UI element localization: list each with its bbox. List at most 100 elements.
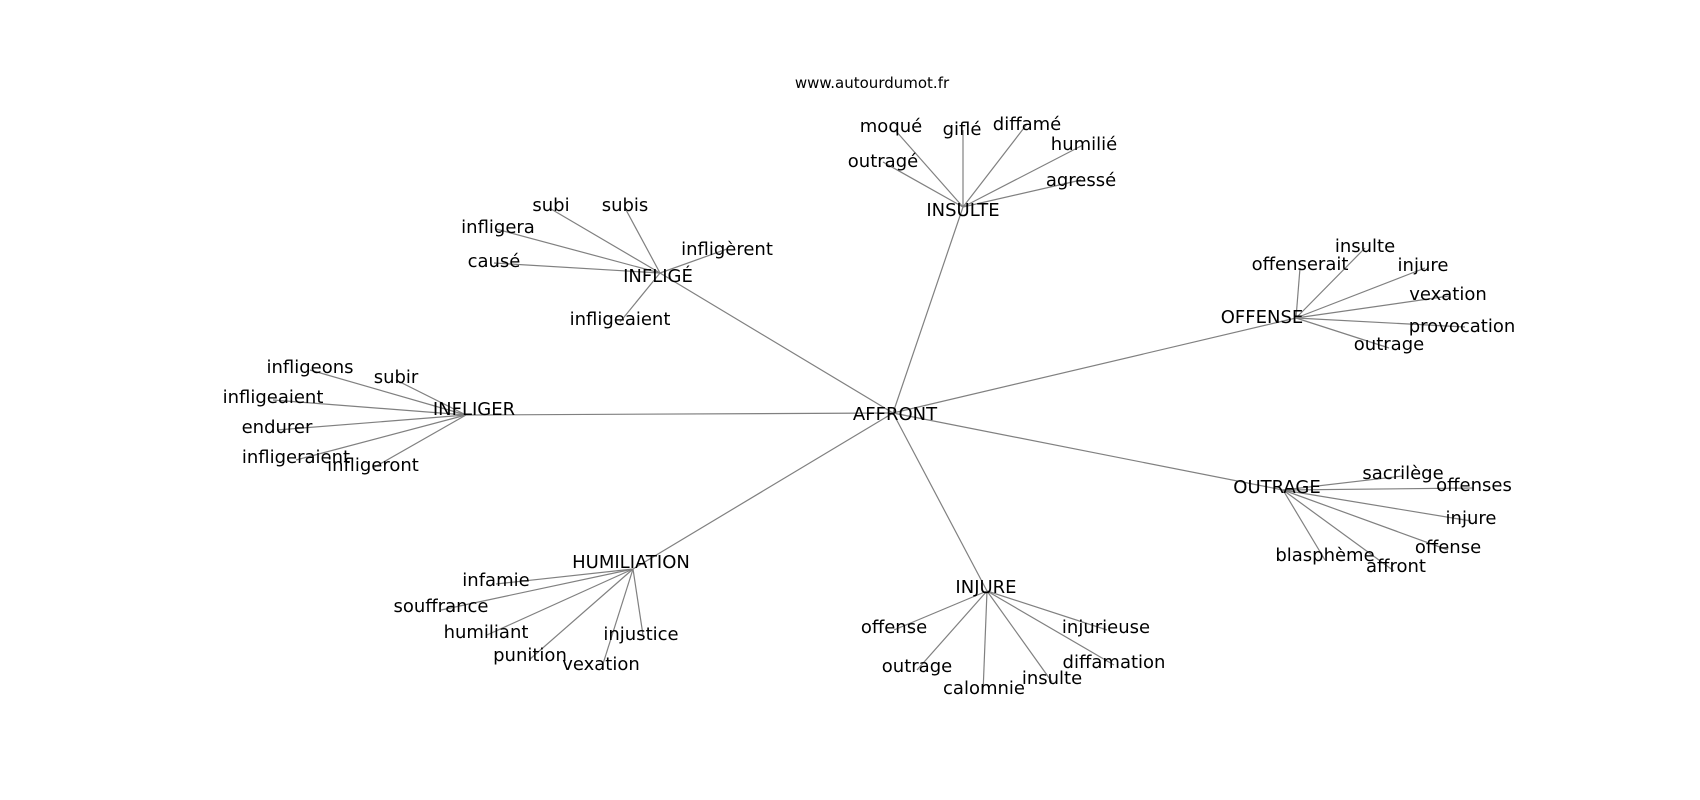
edge-hub-leaf — [395, 379, 467, 416]
edge-hub-leaf — [493, 262, 661, 274]
edge-hub-leaf — [624, 207, 661, 274]
leaf-node[interactable]: offenserait — [1252, 254, 1349, 275]
edge-hub-leaf — [982, 590, 988, 694]
edge-hub-leaf — [1295, 247, 1366, 319]
leaf-node[interactable]: humiliant — [444, 622, 529, 643]
leaf-node[interactable]: outrage — [1354, 334, 1424, 355]
leaf-node[interactable]: outragé — [848, 151, 918, 172]
edge-hub-leaf — [440, 568, 634, 611]
source-url[interactable]: www.autourdumot.fr — [795, 74, 950, 92]
leaf-node[interactable]: affront — [1366, 556, 1426, 577]
edge-hub-leaf — [916, 590, 988, 671]
hub-node[interactable]: HUMILIATION — [572, 552, 690, 573]
edge-hub-leaf — [632, 568, 644, 636]
leaf-node[interactable]: calomnie — [943, 678, 1025, 699]
hub-node[interactable]: INFLIGER — [433, 399, 515, 420]
edge-hub-leaf — [309, 369, 467, 416]
leaf-node[interactable]: causé — [468, 251, 521, 272]
graph-edges — [272, 123, 1475, 694]
leaf-node[interactable]: injure — [1398, 255, 1449, 276]
leaf-node[interactable]: subi — [532, 195, 569, 216]
edge-center-hub — [892, 317, 1297, 414]
edge-hub-leaf — [1295, 295, 1450, 319]
leaf-node[interactable]: infligera — [461, 217, 535, 238]
edge-hub-leaf — [550, 208, 661, 274]
hub-node[interactable]: OFFENSE — [1221, 307, 1304, 328]
leaf-node[interactable]: moqué — [860, 116, 922, 137]
edge-hub-leaf — [962, 123, 1028, 208]
edge-hub-leaf — [986, 590, 1053, 683]
leaf-node[interactable]: injustice — [603, 624, 678, 645]
leaf-node[interactable]: diffamation — [1063, 652, 1166, 673]
leaf-node[interactable]: blasphème — [1275, 545, 1374, 566]
leaf-node[interactable]: endurer — [242, 417, 313, 438]
leaf-node[interactable]: insulte — [1335, 236, 1395, 257]
leaf-node[interactable]: subis — [602, 195, 649, 216]
edge-hub-leaf — [295, 414, 467, 461]
leaf-node[interactable]: infligeront — [327, 455, 419, 476]
edge-hub-leaf — [372, 414, 467, 469]
edge-hub-leaf — [495, 568, 634, 585]
leaf-node[interactable]: infligeaient — [223, 387, 324, 408]
leaf-node[interactable]: infligeons — [266, 357, 353, 378]
leaf-node[interactable]: infligeraient — [242, 447, 350, 468]
edge-center-hub — [632, 412, 894, 570]
edge-hub-leaf — [962, 144, 1084, 208]
edge-hub-leaf — [986, 590, 1115, 666]
leaf-node[interactable]: offenses — [1436, 475, 1512, 496]
leaf-node[interactable]: vexation — [562, 654, 640, 675]
leaf-node[interactable]: humilié — [1051, 134, 1117, 155]
leaf-node[interactable]: punition — [493, 645, 567, 666]
edge-hub-leaf — [882, 161, 964, 208]
edge-hub-leaf — [601, 568, 634, 668]
hub-node[interactable]: INJURE — [955, 577, 1016, 598]
leaf-node[interactable]: diffamé — [993, 114, 1061, 135]
leaf-node[interactable]: insulte — [1022, 668, 1082, 689]
leaf-node[interactable]: offense — [861, 617, 927, 638]
edge-hub-leaf — [894, 129, 964, 208]
edge-hub-leaf — [276, 414, 467, 431]
leaf-node[interactable]: infligeaient — [570, 309, 671, 330]
leaf-node[interactable]: injurieuse — [1062, 617, 1150, 638]
leaf-node[interactable]: provocation — [1409, 316, 1516, 337]
edge-center-hub — [892, 412, 1284, 491]
leaf-node[interactable]: outrage — [882, 656, 952, 677]
edge-hub-leaf — [1282, 489, 1472, 522]
edge-hub-leaf — [986, 590, 1108, 631]
leaf-node[interactable]: souffrance — [393, 596, 488, 617]
hub-node[interactable]: INSULTE — [926, 200, 999, 221]
hub-node[interactable]: INFLIGÉ — [623, 265, 693, 287]
edge-hub-leaf — [486, 568, 634, 636]
edge-hub-leaf — [619, 272, 661, 323]
edge-hub-leaf — [1282, 489, 1395, 572]
edge-hub-leaf — [1295, 317, 1466, 328]
edge-hub-leaf — [659, 248, 728, 274]
leaf-node[interactable]: giflé — [943, 119, 982, 140]
leaf-node[interactable]: agressé — [1046, 170, 1116, 191]
edge-center-hub — [659, 272, 894, 414]
edge-hub-leaf — [495, 228, 661, 274]
leaf-node[interactable]: offense — [1415, 537, 1481, 558]
center-node[interactable]: AFFRONT — [853, 404, 938, 425]
edge-hub-leaf — [1295, 267, 1301, 319]
leaf-node[interactable]: infligèrent — [681, 239, 773, 260]
leaf-node[interactable]: injure — [1446, 508, 1497, 529]
leaf-node[interactable]: infamie — [462, 570, 529, 591]
edge-hub-leaf — [1295, 267, 1426, 319]
edge-hub-leaf — [528, 568, 634, 661]
edge-center-hub — [892, 412, 988, 592]
edge-hub-leaf — [1282, 489, 1449, 551]
edge-hub-leaf — [1282, 487, 1475, 491]
leaf-node[interactable]: sacrilège — [1362, 463, 1443, 484]
leaf-node[interactable]: subir — [374, 367, 419, 388]
edge-hub-leaf — [1295, 317, 1390, 349]
edge-hub-leaf — [1282, 475, 1404, 491]
edge-center-hub — [892, 206, 964, 414]
leaf-node[interactable]: vexation — [1409, 284, 1487, 305]
edge-hub-leaf — [962, 179, 1082, 208]
edge-hub-leaf — [272, 399, 467, 416]
hub-node[interactable]: OUTRAGE — [1233, 477, 1320, 498]
